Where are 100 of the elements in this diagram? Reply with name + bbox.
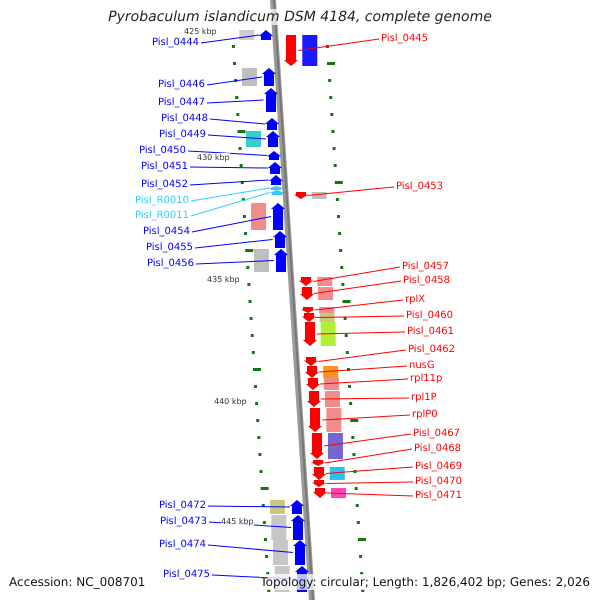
leader-line	[324, 448, 412, 464]
title: Pyrobaculum islandicum DSM 4184, complete genome	[108, 9, 492, 25]
gene-label: nusG	[409, 360, 435, 372]
gene-label: Pisl_0456	[146, 258, 194, 270]
leader-line	[318, 366, 408, 372]
gene-block	[262, 68, 276, 86]
gene-block	[308, 408, 322, 432]
gene-label: Pisl_0458	[403, 275, 450, 287]
gene-label: Pisl_0468	[414, 443, 462, 455]
gene-block	[265, 118, 280, 130]
gene-label: Pisl_0460	[406, 310, 454, 322]
gene-block	[272, 231, 287, 248]
gene-block	[302, 322, 317, 346]
gene-block	[269, 186, 284, 190]
gene-label: rpl1P	[411, 392, 437, 404]
leader-line	[190, 192, 270, 216]
leader-line	[192, 216, 272, 232]
leader-line	[326, 482, 414, 484]
leader-line	[188, 150, 268, 156]
gene-block	[312, 467, 326, 480]
position-label: 425 kbp	[184, 27, 217, 37]
gene-label: Pisl_0452	[140, 179, 188, 191]
leader-line	[325, 466, 414, 474]
gene-block	[311, 460, 326, 466]
gene-block	[268, 175, 283, 185]
leader-line	[208, 134, 267, 140]
gene-label: rpl11p	[410, 373, 442, 385]
gene-label: Pisl_0474	[158, 539, 206, 551]
leader-line	[196, 260, 274, 264]
leader-line	[326, 492, 414, 496]
gene-block	[274, 249, 288, 272]
gene-block	[312, 480, 326, 487]
gene-block	[294, 192, 308, 199]
leader-line	[206, 76, 262, 86]
leader-line	[190, 188, 270, 202]
gene-label: Pisl_0450	[138, 145, 186, 157]
gene-block	[292, 540, 307, 565]
leader-line	[190, 180, 270, 186]
accession-label: Accession: NC_008701	[9, 574, 146, 590]
leader-line	[208, 544, 294, 553]
gene-label: Pisl_0451	[140, 161, 188, 173]
leader-line	[208, 506, 290, 508]
gene-label: Pisl_0467	[413, 428, 460, 440]
gene-label: Pisl_R0011	[135, 210, 189, 222]
gene-block	[267, 151, 282, 160]
gene-block	[271, 203, 286, 230]
gene-block	[290, 500, 304, 514]
gene-label: Pisl_0472	[158, 500, 206, 512]
gene-label: Pisl_0455	[146, 242, 193, 254]
gene-label: Pisl_R0010	[135, 195, 189, 207]
gene-block	[310, 433, 324, 459]
gene-block	[270, 190, 284, 195]
leader-line	[210, 118, 266, 124]
position-label: 430 kbp	[197, 153, 230, 163]
gene-label: Pisl_0445	[381, 33, 428, 45]
leader-line	[322, 414, 410, 420]
gene-block	[306, 391, 321, 407]
gene-block	[302, 313, 316, 322]
leader-line	[319, 378, 408, 384]
gene-block	[304, 357, 318, 366]
gene-label: Pisl_0449	[158, 129, 206, 141]
leader-line	[314, 280, 402, 294]
gene-label: Pisl_0444	[152, 37, 199, 49]
gene-label: Pisl_0462	[408, 344, 456, 356]
gene-block	[300, 287, 314, 300]
gene-block	[266, 131, 280, 147]
gene-block	[291, 515, 306, 540]
gene-label: Pisl_0453	[396, 181, 444, 193]
gene-block	[268, 162, 282, 174]
gene-label: Pisl_0447	[158, 97, 205, 109]
position-label: 435 kbp	[207, 275, 240, 285]
leader-line	[298, 38, 380, 51]
gene-block	[259, 30, 274, 40]
gene-label: rplX	[405, 294, 426, 306]
leader-line	[190, 166, 268, 168]
leader-line	[324, 434, 412, 446]
gene-label: rplP0	[412, 409, 438, 421]
gene-label: Pisl_0454	[142, 226, 190, 238]
leader-line	[315, 316, 404, 318]
gene-block	[306, 378, 320, 390]
leader-line	[316, 332, 406, 334]
gene-block	[264, 88, 278, 112]
leader-line	[318, 350, 406, 362]
gene-label: Pisl_0469	[415, 461, 462, 473]
gene-label: Pisl_0475	[162, 569, 210, 581]
gene-label: Pisl_0471	[415, 490, 462, 502]
gene-label: Pisl_0457	[402, 261, 450, 273]
gene-label: Pisl_0446	[158, 79, 205, 91]
leader-line	[194, 239, 274, 248]
topology-label: Topology: circular; Length: 1,826,402 bp; Genes: 2,026	[260, 574, 590, 590]
leader-line	[200, 34, 260, 44]
leader-line	[314, 300, 404, 310]
gene-block	[284, 35, 298, 66]
leader-line	[307, 186, 394, 196]
position-label: 440 kbp	[214, 397, 247, 407]
position-label: 445 kbp	[221, 517, 254, 527]
gene-label: Pisl_0473	[160, 516, 207, 528]
gene-block	[299, 277, 314, 286]
gene-label: Pisl_0461	[407, 326, 454, 338]
leader-line	[206, 100, 264, 104]
